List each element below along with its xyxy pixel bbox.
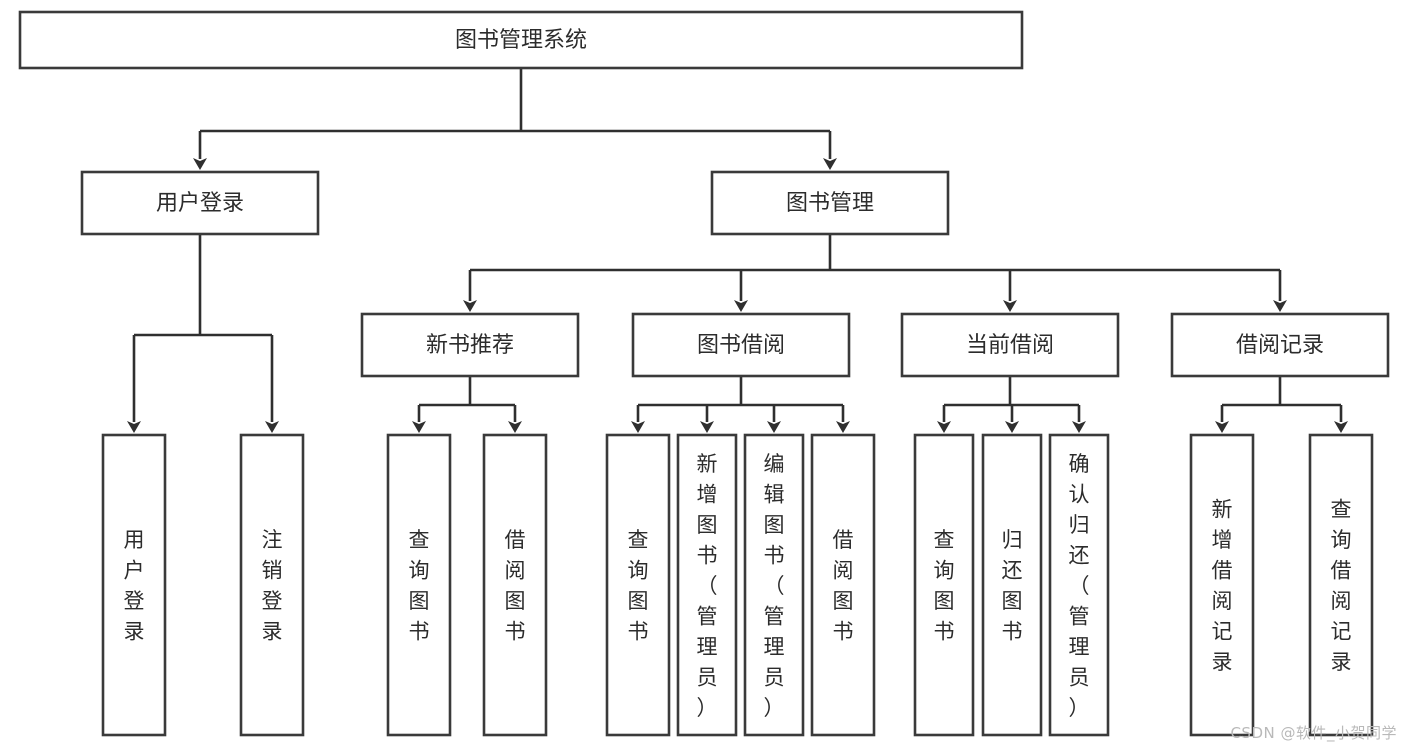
node-leaf-查询图书-8-rect xyxy=(913,433,975,737)
node-leaf-归还图书-9[interactable]: 归还图书 xyxy=(981,433,1043,737)
node-l2-新书推荐-0-label: 新书推荐 xyxy=(426,333,514,358)
node-leaf-新增借阅记录-11[interactable]: 新增借阅记录 xyxy=(1189,433,1255,737)
node-leaf-借阅图书-3-label: 借阅图书 xyxy=(505,528,526,644)
node-leaf-借阅图书-3[interactable]: 借阅图书 xyxy=(482,433,548,737)
node-leaf-新增图书管理员-5[interactable]: 新增图书（管理员） xyxy=(676,433,738,737)
node-l2-当前借阅-2-label: 当前借阅 xyxy=(966,333,1054,358)
node-l1-用户登录-0-rect xyxy=(80,170,320,236)
node-l2-借阅记录-3-label: 借阅记录 xyxy=(1236,333,1324,358)
node-leaf-借阅图书-3-rect xyxy=(482,433,548,737)
node-root-label: 图书管理系统 xyxy=(455,28,587,53)
node-l2-图书借阅-1-label: 图书借阅 xyxy=(697,333,785,358)
node-leaf-确认归还管理员-10-label: 确认归还（管理员） xyxy=(1069,452,1090,720)
node-leaf-编辑图书管理员-6-label: 编辑图书（管理员） xyxy=(764,452,785,720)
node-leaf-新增借阅记录-11-label: 新增借阅记录 xyxy=(1212,498,1233,675)
node-leaf-编辑图书管理员-6-rect xyxy=(743,433,805,737)
node-l1-用户登录-0-label: 用户登录 xyxy=(156,191,244,216)
node-leaf-注销登录-1[interactable]: 注销登录 xyxy=(239,433,305,737)
node-leaf-查询图书-8-label: 查询图书 xyxy=(934,528,955,644)
node-leaf-查询借阅记录-12[interactable]: 查询借阅记录 xyxy=(1308,433,1374,737)
node-leaf-新增借阅记录-11-rect xyxy=(1189,433,1255,737)
node-leaf-借阅图书-7-label: 借阅图书 xyxy=(833,528,854,644)
node-leaf-查询图书-2-label: 查询图书 xyxy=(409,528,430,644)
node-leaf-查询图书-2-rect xyxy=(386,433,452,737)
node-l2-借阅记录-3-rect xyxy=(1170,312,1390,378)
node-leaf-注销登录-1-label: 注销登录 xyxy=(262,528,283,644)
node-leaf-新增图书管理员-5-rect xyxy=(676,433,738,737)
node-l2-图书借阅-1[interactable]: 图书借阅 xyxy=(631,312,851,378)
edges-layer xyxy=(127,68,1348,433)
node-leaf-编辑图书管理员-6[interactable]: 编辑图书（管理员） xyxy=(743,433,805,737)
node-l1-图书管理-1-rect xyxy=(710,170,950,236)
node-leaf-查询借阅记录-12-label: 查询借阅记录 xyxy=(1331,498,1352,675)
node-root-rect xyxy=(18,10,1024,70)
node-leaf-归还图书-9-label: 归还图书 xyxy=(1002,528,1023,644)
node-leaf-查询图书-4-label: 查询图书 xyxy=(628,528,649,644)
node-leaf-借阅图书-7-rect xyxy=(810,433,876,737)
node-l2-借阅记录-3[interactable]: 借阅记录 xyxy=(1170,312,1390,378)
node-leaf-注销登录-1-rect xyxy=(239,433,305,737)
node-l1-用户登录-0[interactable]: 用户登录 xyxy=(80,170,320,236)
node-l1-图书管理-1-label: 图书管理 xyxy=(786,191,874,216)
node-leaf-用户登录-0-rect xyxy=(101,433,167,737)
node-leaf-查询图书-2[interactable]: 查询图书 xyxy=(386,433,452,737)
node-leaf-新增图书管理员-5-label: 新增图书（管理员） xyxy=(697,452,718,720)
node-l2-图书借阅-1-rect xyxy=(631,312,851,378)
node-leaf-查询图书-4-rect xyxy=(605,433,671,737)
node-l2-新书推荐-0[interactable]: 新书推荐 xyxy=(360,312,580,378)
node-root[interactable]: 图书管理系统 xyxy=(18,10,1024,70)
node-leaf-用户登录-0[interactable]: 用户登录 xyxy=(101,433,167,737)
node-leaf-查询图书-4[interactable]: 查询图书 xyxy=(605,433,671,737)
node-leaf-确认归还管理员-10-rect xyxy=(1048,433,1110,737)
node-leaf-归还图书-9-rect xyxy=(981,433,1043,737)
node-leaf-确认归还管理员-10[interactable]: 确认归还（管理员） xyxy=(1048,433,1110,737)
node-l1-图书管理-1[interactable]: 图书管理 xyxy=(710,170,950,236)
node-leaf-用户登录-0-label: 用户登录 xyxy=(124,528,145,644)
node-leaf-查询借阅记录-12-rect xyxy=(1308,433,1374,737)
node-l2-当前借阅-2-rect xyxy=(900,312,1120,378)
boxes-layer: 图书管理系统用户登录图书管理新书推荐图书借阅当前借阅借阅记录用户登录注销登录查询… xyxy=(18,10,1390,737)
node-l2-新书推荐-0-rect xyxy=(360,312,580,378)
node-l2-当前借阅-2[interactable]: 当前借阅 xyxy=(900,312,1120,378)
node-leaf-查询图书-8[interactable]: 查询图书 xyxy=(913,433,975,737)
node-leaf-借阅图书-7[interactable]: 借阅图书 xyxy=(810,433,876,737)
